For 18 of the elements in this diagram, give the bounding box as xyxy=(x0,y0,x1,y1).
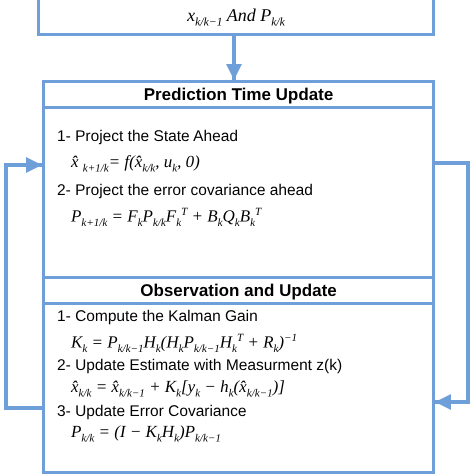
step-text: 2- Update Estimate with Measurment z(k) xyxy=(57,357,342,376)
formula: P$_{k/k}$ = (I − K$_{k}$H$_{k}$)P$_{k/k−1}$ xyxy=(71,422,221,444)
formula: x̂ $_{k+1/k}$= f(x̂$_{k/k}$, u$_{k}$, 0) xyxy=(71,152,200,175)
process-box xyxy=(37,0,435,36)
step-text: 2- Project the error covariance ahead xyxy=(57,182,313,200)
step-text: 3- Update Error Covariance xyxy=(57,402,247,421)
formula: x̂$_{k/k}$ = x̂$_{k/k−1}$ + K$_{k}$[y$_{k}$ − h$_{k}$(x̂$_{k/k−1}$)] xyxy=(71,377,285,400)
process-box xyxy=(42,80,435,279)
formula: x$_{k/k−1}$ And P$_{k/k}$ xyxy=(187,5,285,29)
arrow xyxy=(435,161,470,410)
step-text: 1- Project the State Ahead xyxy=(57,128,238,146)
arrow xyxy=(226,36,242,80)
step-text: 1- Compute the Kalman Gain xyxy=(57,308,258,326)
panel-heading: Observation and Update xyxy=(45,279,432,305)
arrow xyxy=(4,157,42,410)
formula: K$_{k}$ = P$_{k/k−1}$H$_{k}$(H$_{k}$P$_{k/k−1}$H$_{k}$$^{T}$ + R$_{k}$)$^{−1}$ xyxy=(71,332,298,356)
process-box xyxy=(42,276,435,474)
panel-heading: Prediction Time Update xyxy=(45,83,432,109)
